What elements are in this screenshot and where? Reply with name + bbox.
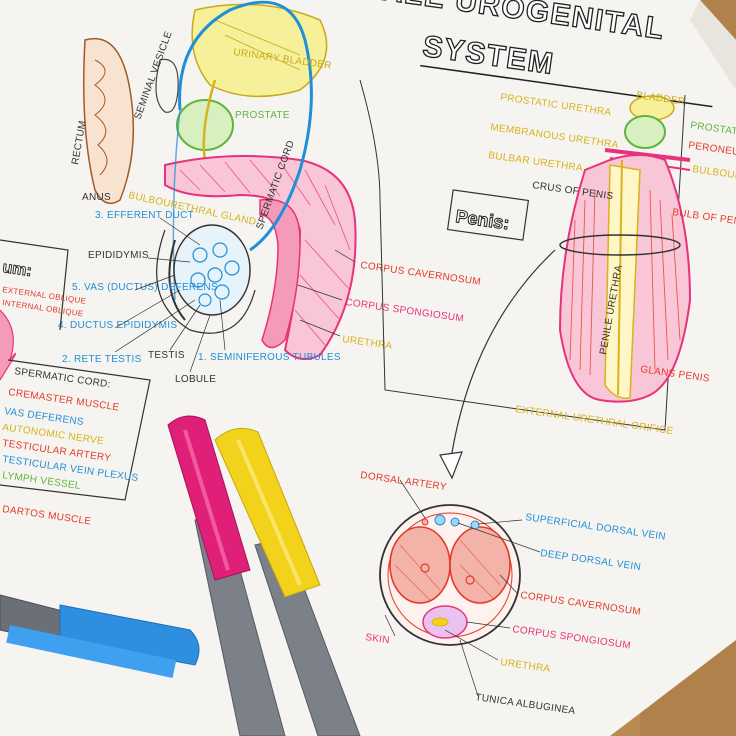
penis-heading-box: [446, 189, 530, 241]
label-rete-testis: 2. RETE TESTIS: [62, 354, 142, 365]
rectum-shape: [83, 37, 135, 205]
corpus-cavernosum-shape: [164, 155, 357, 360]
label-ductus-epididymis: 4. DUCTUS EPIDIDYMIS: [58, 320, 177, 331]
label-epididymis: EPIDIDYMIS: [88, 250, 149, 261]
side-panel: um:: [0, 239, 151, 501]
label-prostate: PROSTATE: [235, 110, 290, 121]
penis-frame: [359, 79, 686, 431]
marker-blue: [0, 594, 200, 678]
side-heading: um:: [1, 259, 32, 280]
label-testis: TESTIS: [148, 350, 185, 361]
label-skin: SKIN: [365, 632, 391, 646]
label-anus: ANUS: [82, 192, 111, 203]
seminal-vesicle-shape: [155, 58, 179, 113]
corpus-spongiosum-shape: [259, 198, 301, 349]
vas-deferens-path: [178, 0, 313, 252]
marker-gray-pink: [167, 415, 286, 736]
marker-gray-yellow: [214, 427, 361, 736]
penis-coronal-diagram: [439, 95, 692, 480]
spermatic-cord-box: [0, 359, 151, 501]
label-seminiferous-tubules: 1. SEMINIFEROUS TUBULES: [198, 352, 341, 363]
cross-section-diagram: [379, 504, 521, 646]
label-vas-deferens: 5. VAS (DUCTUS) DEFERENS: [72, 282, 218, 293]
pointer-arrow: [449, 249, 556, 466]
label-efferent-duct: 3. EFFERENT DUCT: [95, 210, 194, 221]
testis-shape: [173, 224, 251, 316]
label-lobule: LOBULE: [175, 374, 216, 385]
bladder-shape: [191, 3, 328, 98]
marker-pink-cap: [167, 415, 251, 581]
sagittal-diagram: [83, 0, 357, 360]
